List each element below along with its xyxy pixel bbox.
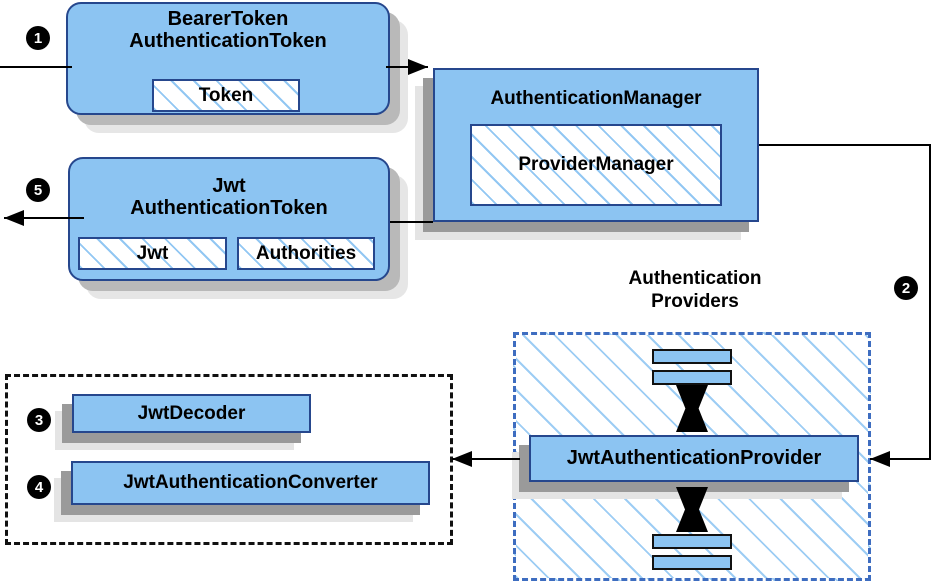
step-badge-2: 2 bbox=[894, 276, 918, 300]
jwt-authentication-provider-box[interactable]: JwtAuthenticationProvider bbox=[529, 435, 859, 482]
authentication-manager-title: AuthenticationManager bbox=[490, 88, 702, 109]
bearer-token-title-line2: AuthenticationToken bbox=[129, 30, 327, 53]
bearer-token-title-line1: BearerToken bbox=[167, 8, 289, 30]
jwt-authentication-converter-label: JwtAuthenticationConverter bbox=[123, 472, 378, 494]
other-provider-bar-top-1 bbox=[652, 349, 732, 364]
jwt-authentication-converter-box[interactable]: JwtAuthenticationConverter bbox=[71, 461, 430, 505]
provider-manager-box[interactable]: ProviderManager bbox=[470, 124, 722, 206]
jwt-field-label: Jwt bbox=[136, 242, 169, 264]
jwt-decoder-box[interactable]: JwtDecoder bbox=[72, 394, 311, 433]
other-provider-bar-top-2 bbox=[652, 370, 732, 385]
token-field-label: Token bbox=[198, 84, 254, 106]
authentication-providers-label: Authentication Providers bbox=[560, 268, 830, 314]
token-field-box[interactable]: Token bbox=[152, 79, 300, 112]
authentication-providers-label-line2: Providers bbox=[651, 290, 739, 312]
authorities-field-box[interactable]: Authorities bbox=[237, 237, 375, 270]
jwt-authentication-token-title-line2: AuthenticationToken bbox=[130, 197, 328, 220]
jwt-authentication-token-title-line1: Jwt bbox=[212, 175, 246, 197]
authorities-field-label: Authorities bbox=[255, 242, 357, 264]
jwt-field-box[interactable]: Jwt bbox=[78, 237, 227, 270]
authentication-providers-label-line1: Authentication bbox=[628, 268, 762, 289]
other-provider-bar-bottom-2 bbox=[652, 555, 732, 570]
jwt-decoder-label: JwtDecoder bbox=[137, 402, 246, 424]
other-provider-bar-bottom-1 bbox=[652, 534, 732, 549]
jwt-authentication-provider-label: JwtAuthenticationProvider bbox=[566, 447, 822, 470]
provider-manager-label: ProviderManager bbox=[518, 154, 674, 175]
jwt-support-beans-container bbox=[5, 374, 453, 545]
step-badge-1: 1 bbox=[26, 26, 50, 50]
step-badge-4: 4 bbox=[27, 475, 51, 499]
step-badge-5: 5 bbox=[26, 178, 50, 202]
step-badge-3: 3 bbox=[27, 408, 51, 432]
